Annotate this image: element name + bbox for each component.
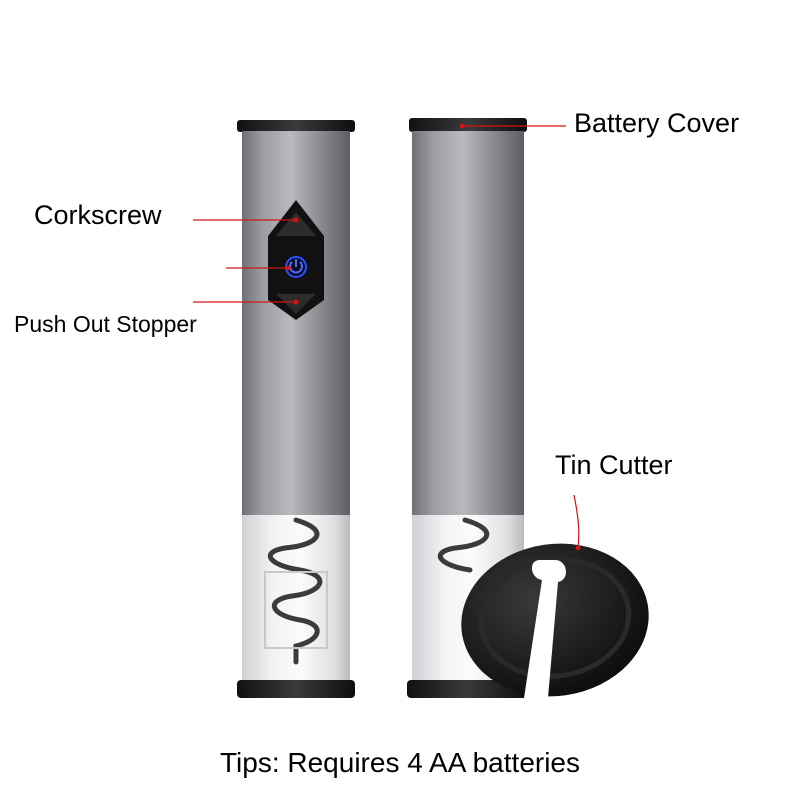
top-cap: [237, 120, 355, 132]
metal-body: [412, 131, 524, 517]
bottom-cap: [407, 680, 527, 698]
cutter-slot: [524, 560, 566, 698]
tips-caption: Tips: Requires 4 AA batteries: [219, 747, 581, 778]
left-opener: [237, 120, 355, 698]
inner-sleeve: [264, 571, 328, 649]
control-panel: [268, 200, 324, 320]
tin-cutter-label: Tin Cutter: [555, 450, 673, 480]
bottom-cap: [237, 680, 355, 698]
battery-cover-label: Battery Cover: [574, 108, 740, 138]
battery-cover: [409, 118, 527, 132]
corkscrew-spiral: [267, 517, 323, 665]
callout-lines: [193, 123, 581, 551]
up-arrow-icon[interactable]: [276, 212, 316, 236]
corkscrew-label: Corkscrew: [34, 200, 162, 230]
push-out-stopper-label: Push Out Stopper: [14, 311, 197, 337]
tin-cutter: [461, 543, 649, 698]
corkscrew-spiral: [437, 517, 490, 573]
metal-body: [242, 131, 350, 517]
